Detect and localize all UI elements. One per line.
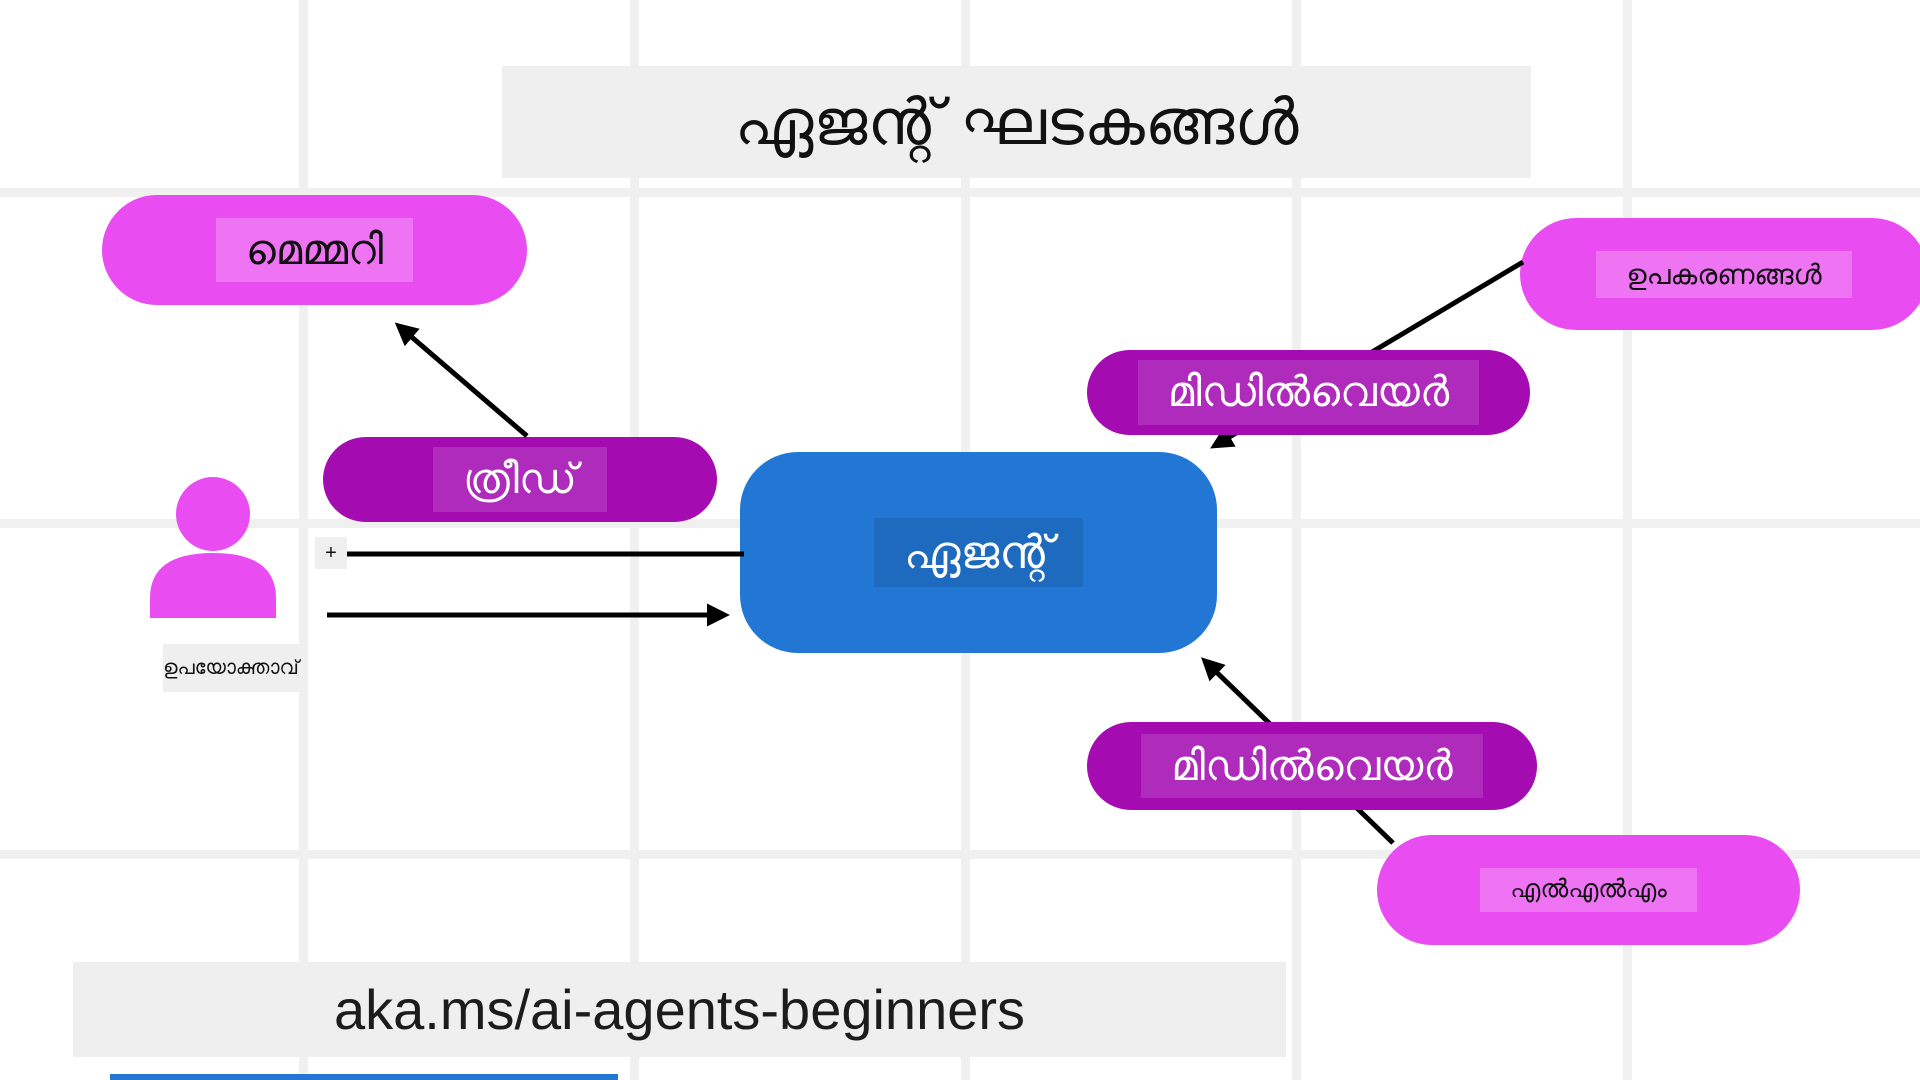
node-middleware-bottom-label: മിഡിൽവെയർ [1141,733,1483,799]
node-agent[interactable]: ഏജന്റ് [740,452,1217,653]
footer-link: aka.ms/ai-agents-beginners [73,962,1286,1057]
node-middleware-top-label: മിഡിൽവെയർ [1137,360,1480,425]
node-llm[interactable]: എൽഎൽഎം [1377,835,1800,945]
node-thread-label: ത്രീഡ് [433,447,607,512]
node-memory[interactable]: മെമ്മറി [102,195,527,305]
node-middleware-top[interactable]: മിഡിൽവെയർ [1087,350,1530,435]
node-tools-label: ഉപകരണങ്ങൾ [1596,250,1852,298]
user-label: ഉപയോക്താവ് [163,644,299,692]
user-label-text: ഉപയോക്താവ് [163,656,299,679]
user-icon[interactable] [142,476,284,622]
connector-thread-memory[interactable] [394,322,529,438]
node-thread[interactable]: ത്രീഡ് [323,437,717,522]
node-memory-label: മെമ്മറി [215,217,414,283]
diagram-title: ഏജന്റ് ഘടകങ്ങൾ [502,66,1531,178]
cutoff-blue-shape [110,1074,618,1080]
node-llm-label: എൽഎൽഎം [1480,868,1697,912]
plus-badge-text: + [325,541,337,564]
node-middleware-bottom[interactable]: മിഡിൽവെയർ [1087,722,1537,810]
plus-badge: + [315,537,347,569]
footer-link-text: aka.ms/ai-agents-beginners [333,978,1026,1041]
node-tools[interactable]: ഉപകരണങ്ങൾ [1520,218,1920,330]
node-agent-label: ഏജന്റ് [873,517,1084,588]
diagram-title-text: ഏജന്റ് ഘടകങ്ങൾ [734,85,1299,158]
